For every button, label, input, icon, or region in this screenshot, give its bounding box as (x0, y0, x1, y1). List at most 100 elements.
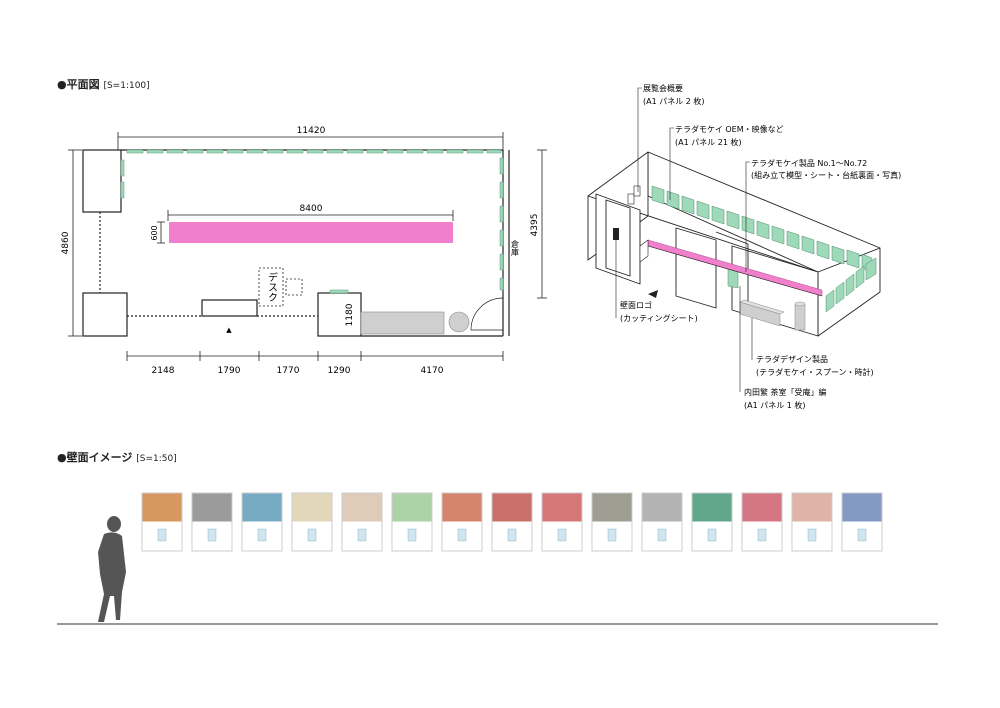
callout-products-sub: (組み立て模型・シート・台紙裏面・写真) (751, 170, 901, 180)
wall-panel-photo (592, 493, 632, 522)
callout-design-title: テラダデザイン製品 (756, 354, 828, 364)
pillar-bottom-left (82, 292, 128, 337)
wall-panel-product (507, 528, 517, 542)
wall-left-column (82, 149, 122, 213)
wall-panel-photo (542, 493, 582, 522)
wall-panel (241, 492, 283, 552)
wall-panel-product (557, 528, 567, 542)
dim-right-height: 4395 (530, 214, 540, 237)
wall-panel (491, 492, 533, 552)
wall-panel-product (257, 528, 267, 542)
wall-panel (141, 492, 183, 552)
dim-bottom-5: 4170 (421, 366, 444, 376)
callout-logo-title: 壁面ロゴ (620, 300, 652, 310)
wall-panel-product (307, 528, 317, 542)
wall-panel-photo (242, 493, 282, 522)
dim-bottom-3: 1770 (277, 366, 300, 376)
wall-panel-photo (792, 493, 832, 522)
callout-line-products (745, 161, 750, 272)
storage-label: 倉庫 (511, 239, 520, 257)
wall-panel (341, 492, 383, 552)
wall-panel (591, 492, 633, 552)
wall-panels (120, 149, 504, 294)
wall-panel (691, 492, 733, 552)
wall-panel-photo (392, 493, 432, 522)
wall-panel-photo (842, 493, 882, 522)
wall-panel (641, 492, 683, 552)
wall-panel-photo (142, 493, 182, 522)
wall-panel-product (357, 528, 367, 542)
callout-uchida-title: 内田繁 茶室「受庵」編 (744, 387, 827, 397)
callout-oem-sub: (A1 パネル 21 枚) (675, 137, 742, 147)
dim-total-width: 11420 (297, 126, 326, 136)
wall-panel (391, 492, 433, 552)
wall-panel-product (657, 528, 667, 542)
wall-panel-photo (692, 493, 732, 522)
callout-logo-sub: (カッティングシート) (620, 313, 698, 323)
wall-panel-product (157, 528, 167, 542)
wall-panel-product (457, 528, 467, 542)
elevation-title-text: ●壁面イメージ (57, 451, 133, 464)
callout-line-oem (669, 127, 674, 200)
dim-bottom-4: 1290 (328, 366, 351, 376)
plan-scale-text: [S=1:100] (103, 81, 150, 91)
callout-products-title: テラダモケイ製品 No.1～No.72 (751, 158, 867, 168)
wall-panel-product (707, 528, 717, 542)
stool (448, 311, 470, 333)
dim-table-depth: 600 (150, 225, 159, 240)
wall-panel-photo (642, 493, 682, 522)
wall-panel (791, 492, 833, 552)
plan-section-title: ●平面図 [S=1:100] (57, 76, 150, 92)
iso-partition-1 (675, 227, 717, 309)
iso-entrance-arrow (648, 290, 658, 298)
dim-bottom-1: 2148 (152, 366, 175, 376)
floor-plan: デスク 倉庫 ▲ 11420 4860 4395 8400 600 1180 2… (61, 126, 547, 376)
wall-panel (841, 492, 883, 552)
callout-oem-title: テラダモケイ OEM・映像など (675, 124, 784, 134)
elevation-panels (141, 492, 883, 552)
iso-wall-logo (613, 228, 619, 240)
wall-panel-product (407, 528, 417, 542)
desk-chair (285, 278, 303, 296)
desk-label: デスク (266, 271, 278, 302)
door-swing (470, 297, 504, 331)
wall-panel-photo (192, 493, 232, 522)
iso-wall-panels (651, 185, 877, 313)
dim-bottom-2: 1790 (218, 366, 241, 376)
wall-panel-photo (742, 493, 782, 522)
dim-height: 4860 (61, 231, 71, 254)
callout-design-sub: (テラダモケイ・スプーン・時計) (756, 367, 874, 377)
wall-panel-product (807, 528, 817, 542)
display-shelf (360, 311, 445, 335)
elevation-section-title: ●壁面イメージ [S=1:50] (57, 449, 177, 465)
isometric-view: 展覧会概要 (A1 パネル 2 枚) テラダモケイ OEM・映像など (A1 パ… (587, 83, 901, 410)
wall-panel-photo (342, 493, 382, 522)
callout-line-overview (637, 87, 642, 192)
elevation-scale-text: [S=1:50] (136, 454, 177, 464)
dim-table-length: 8400 (300, 204, 323, 214)
wall-panel (441, 492, 483, 552)
callout-overview-sub: (A1 パネル 2 枚) (643, 96, 705, 106)
exhibition-table (169, 222, 453, 243)
wall-panel (191, 492, 233, 552)
wall-panel (291, 492, 333, 552)
wall-panel-photo (492, 493, 532, 522)
wall-panel-product (607, 528, 617, 542)
wall-panel (741, 492, 783, 552)
entrance-marker: ▲ (226, 326, 232, 334)
wall-panel-photo (442, 493, 482, 522)
desk (258, 267, 284, 307)
wall-panel-product (207, 528, 217, 542)
wall-panel-photo (292, 493, 332, 522)
wall-panel-product (757, 528, 767, 542)
wall-panel (541, 492, 583, 552)
plan-title-text: ●平面図 (57, 78, 100, 91)
human-silhouette (98, 516, 126, 622)
dim-reception: 1180 (345, 303, 355, 326)
callout-uchida-sub: (A1 パネル 1 枚) (744, 400, 806, 410)
callout-overview-title: 展覧会概要 (643, 83, 683, 93)
counter-1 (201, 299, 258, 317)
wall-panel-product (857, 528, 867, 542)
reception-booth (317, 292, 362, 337)
